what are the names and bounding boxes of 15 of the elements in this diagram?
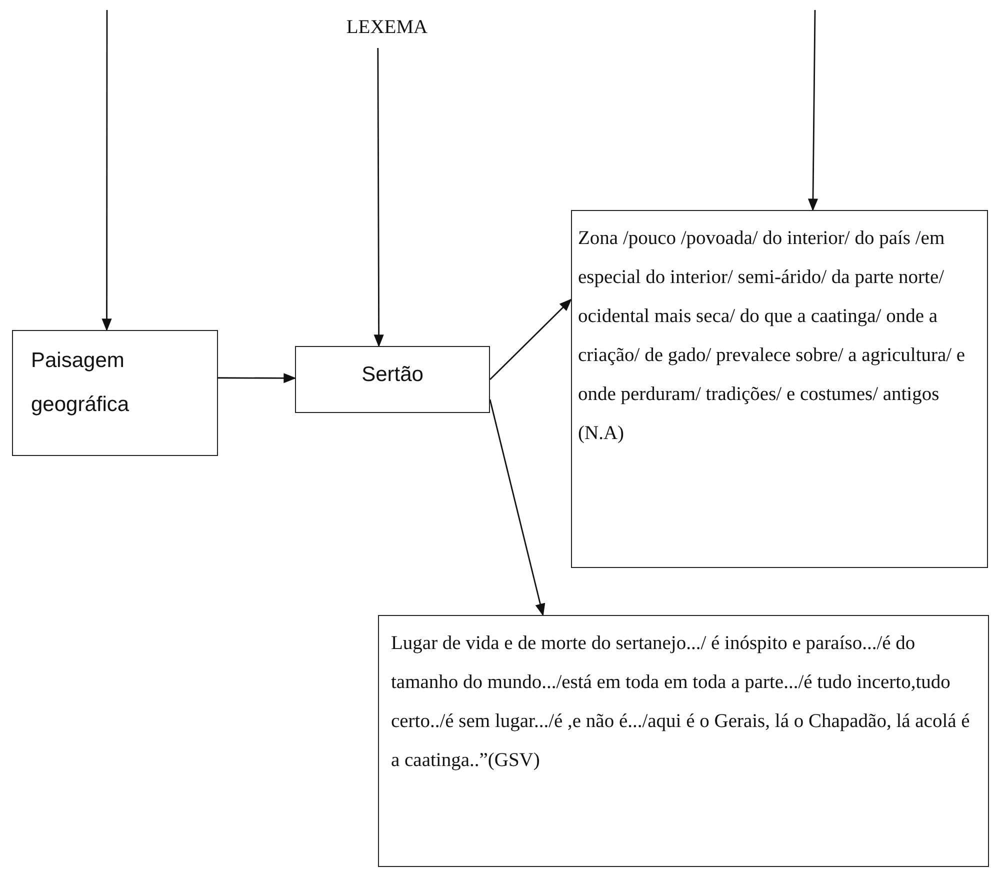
box-label: Paisagem geográfica	[31, 348, 130, 418]
box-label: Sertão	[360, 362, 424, 388]
definition-box	[571, 210, 988, 568]
arrow	[374, 48, 384, 348]
definition-text: Zona /pouco /povoada/ do interior/ do país /em especial do interior/ semi-árido/ da parte norte/ ocidental mais seca/ do que a caatinga/ onde a criação/ de gado/ prevalece sobre/ a agricultura/ e onde perduram/ tradições/ e costumes/ antigos (N.A)	[578, 227, 966, 446]
arrow	[489, 399, 546, 616]
arrow	[218, 373, 296, 384]
arrow	[808, 10, 818, 212]
lexeme-box	[295, 346, 490, 413]
concept-box	[12, 330, 218, 456]
arrow	[102, 10, 112, 332]
lexeme-label: LEXEMA	[322, 8, 452, 48]
quotation-box	[378, 615, 989, 867]
arrow	[490, 298, 572, 380]
quotation-text: Lugar de vida e de morte do sertanejo.../ é inóspito e paraíso.../é do tamanho do mundo.../está em toda em toda a parte.../é tudo incerto,tudo certo../é sem lugar.../é ,e não é.../aqui é o Gerais, lá o Chapadão, lá acolá é a caatinga..”(GSV)	[391, 632, 971, 773]
